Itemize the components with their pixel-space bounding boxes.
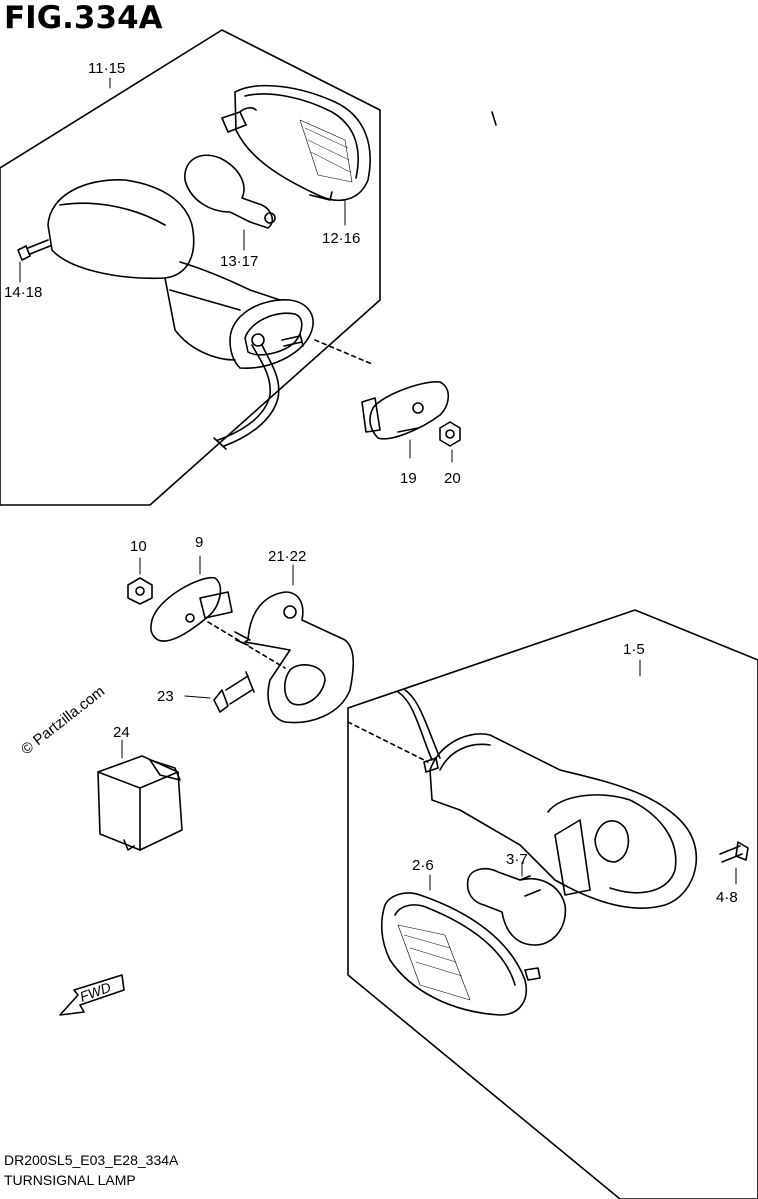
figure-title: FIG.334A — [4, 0, 163, 36]
fwd-label: FWD — [78, 979, 113, 1005]
label-23: 23 — [157, 688, 174, 705]
label-4-8: 4·8 — [716, 889, 738, 906]
nut-10-part — [127, 557, 153, 605]
lower-housing-part — [347, 689, 698, 909]
upper-bulb-part — [184, 154, 276, 229]
figure-code: DR200SL5_E03_E28_334A — [4, 1152, 179, 1168]
label-11-15: 11·15 — [88, 60, 125, 77]
label-21-22: 21·22 — [268, 548, 306, 565]
fwd-arrow — [59, 974, 125, 1016]
label-2-6: 2·6 — [412, 857, 434, 874]
label-3-7: 3·7 — [506, 851, 528, 868]
label-24: 24 — [113, 724, 130, 741]
label-12-16: 12·16 — [322, 230, 360, 247]
label-13-17: 13·17 — [220, 253, 258, 270]
bolt-23-part — [184, 671, 255, 713]
nut-part — [439, 421, 461, 463]
upper-housing-part — [47, 179, 373, 450]
lower-assembly-box — [347, 609, 758, 1199]
label-9: 9 — [195, 534, 203, 551]
lower-screw-part — [719, 841, 749, 885]
label-10: 10 — [130, 538, 147, 555]
label-14-18: 14·18 — [4, 284, 42, 301]
upper-screw-part — [17, 239, 51, 283]
figure-name: TURNSIGNAL LAMP — [4, 1172, 136, 1188]
cushion-9-part — [150, 555, 233, 642]
relay-24-part — [97, 755, 183, 851]
upper-lens-part — [221, 84, 497, 202]
bracket-part — [207, 564, 355, 724]
lower-bulb-part — [466, 861, 567, 946]
label-20: 20 — [444, 470, 461, 487]
lower-lens-part — [380, 874, 541, 1016]
upper-assembly-box — [0, 29, 381, 506]
label-19: 19 — [400, 470, 417, 487]
label-1-5: 1·5 — [623, 641, 645, 658]
cushion-part — [361, 381, 450, 459]
